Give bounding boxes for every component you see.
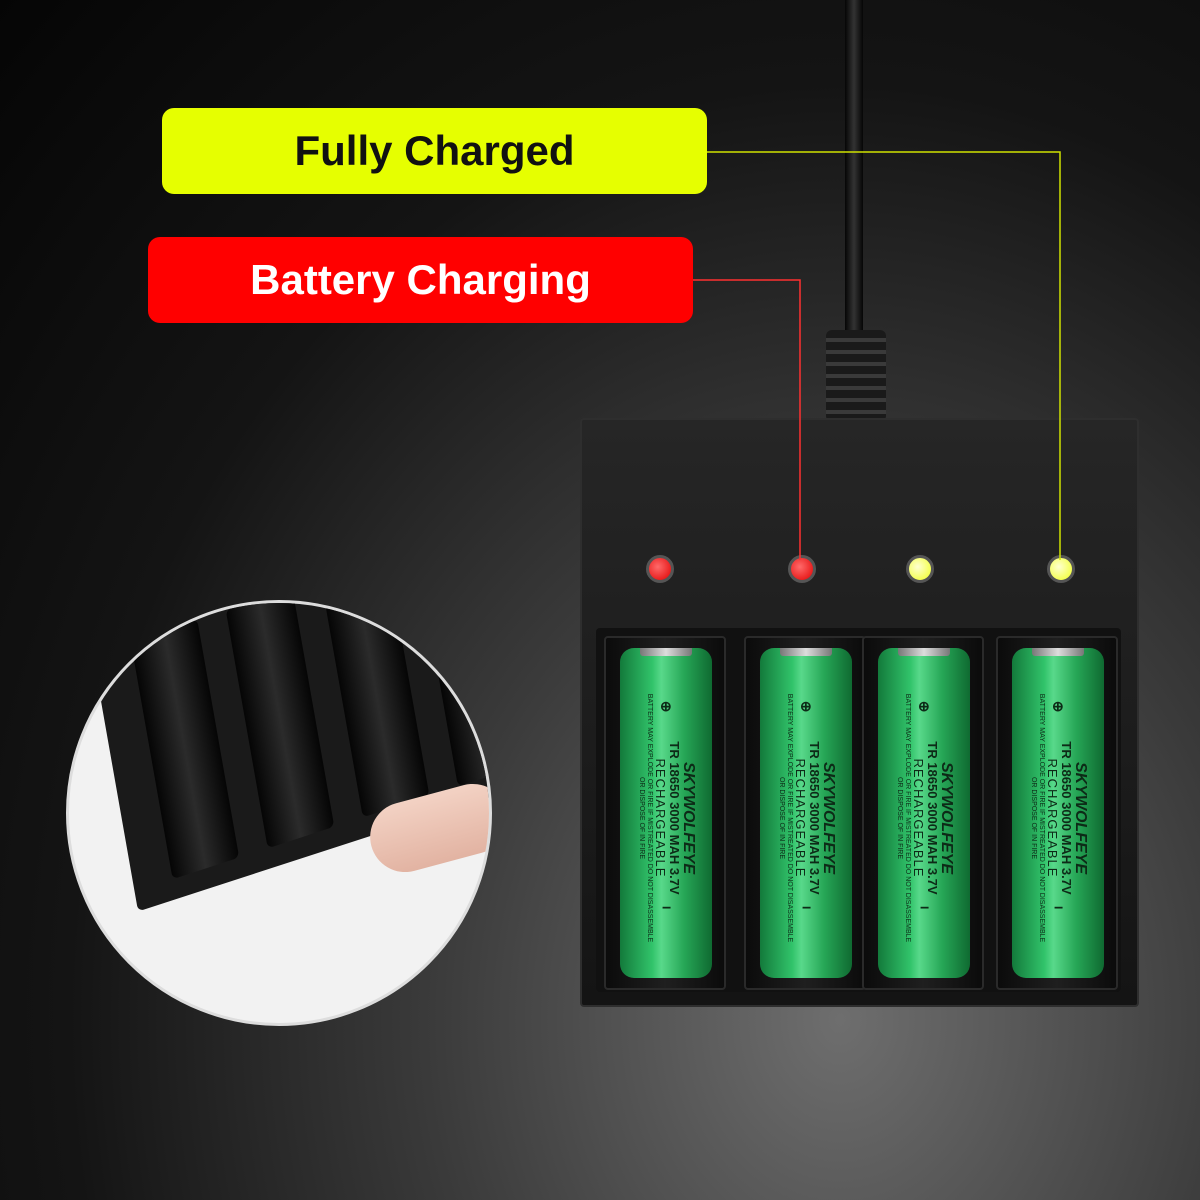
battery: ⊕ SKYWOLFEYE TR 18650 3000 MAH 3.7V RECH…	[1012, 648, 1104, 978]
battery: ⊕ SKYWOLFEYE TR 18650 3000 MAH 3.7V RECH…	[620, 648, 712, 978]
plus-icon: ⊕	[660, 698, 672, 714]
plus-icon: ⊕	[918, 698, 930, 714]
minus-icon: −	[1054, 900, 1064, 917]
battery-charging-label: Battery Charging	[148, 237, 693, 323]
battery: ⊕ SKYWOLFEYE TR 18650 3000 MAH 3.7V RECH…	[760, 648, 852, 978]
battery-slot: ⊕ SKYWOLFEYE TR 18650 3000 MAH 3.7V RECH…	[604, 636, 726, 990]
battery-slot: ⊕ SKYWOLFEYE TR 18650 3000 MAH 3.7V RECH…	[862, 636, 984, 990]
battery-slot: ⊕ SKYWOLFEYE TR 18650 3000 MAH 3.7V RECH…	[996, 636, 1118, 990]
led-indicator-yellow	[906, 555, 934, 583]
battery-tray: ⊕ SKYWOLFEYE TR 18650 3000 MAH 3.7V RECH…	[596, 628, 1121, 992]
inset-closeup	[66, 600, 492, 1026]
usb-plug	[826, 330, 886, 422]
minus-icon: −	[920, 900, 930, 917]
led-indicator-red	[788, 555, 816, 583]
plus-icon: ⊕	[800, 698, 812, 714]
battery-charger: ⊕ SKYWOLFEYE TR 18650 3000 MAH 3.7V RECH…	[580, 418, 1139, 1007]
fully-charged-callout-line	[707, 151, 1061, 560]
battery-slot: ⊕ SKYWOLFEYE TR 18650 3000 MAH 3.7V RECH…	[744, 636, 866, 990]
led-indicator-red	[646, 555, 674, 583]
battery-charging-callout-line	[693, 279, 801, 560]
led-indicator-yellow	[1047, 555, 1075, 583]
battery: ⊕ SKYWOLFEYE TR 18650 3000 MAH 3.7V RECH…	[878, 648, 970, 978]
fully-charged-label: Fully Charged	[162, 108, 707, 194]
plus-icon: ⊕	[1052, 698, 1064, 714]
minus-icon: −	[662, 900, 672, 917]
minus-icon: −	[802, 900, 812, 917]
usb-cable	[845, 0, 863, 335]
